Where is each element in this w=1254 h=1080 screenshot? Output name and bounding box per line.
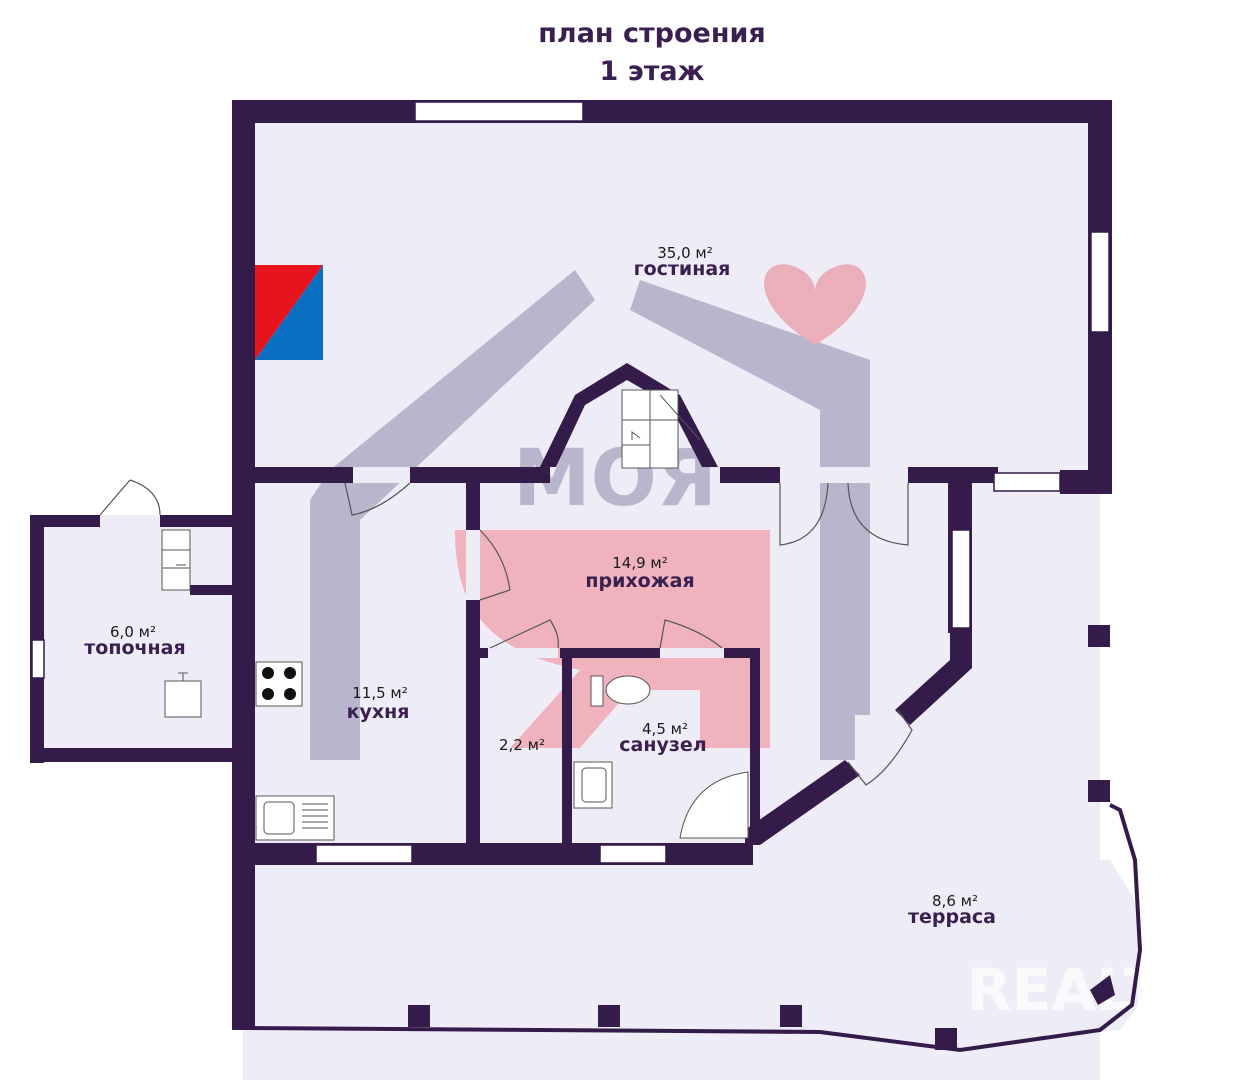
window [1090, 231, 1110, 333]
boiler-room-label: топочная [84, 637, 185, 659]
window [315, 844, 413, 864]
staircase [621, 389, 701, 469]
boiler-room-area: 6,0 м² [110, 623, 156, 641]
room-labels: 35,0 м² гостиная 14,9 м² прихожая 6,0 м²… [84, 244, 996, 928]
heating-marker [255, 265, 323, 360]
hall-label: прихожая [585, 570, 694, 592]
hall-area: 14,9 м² [612, 554, 668, 572]
bathroom-area: 4,5 м² [642, 720, 688, 738]
window [993, 472, 1061, 492]
sink-icon [255, 795, 335, 841]
living-room-label: гостиная [634, 258, 731, 280]
boiler-stairs [161, 529, 191, 591]
pantry-area: 2,2 м² [499, 736, 545, 754]
terrace-edge [243, 803, 1143, 1053]
doors [99, 467, 913, 786]
floor-subtitle: 1 этаж [599, 56, 705, 87]
moya-logo-watermark: МОЯ REALT [310, 264, 1163, 1024]
toilet-icon [590, 675, 651, 707]
washbasin-icon [573, 761, 613, 809]
window [951, 529, 971, 629]
terrace-area: 8,6 м² [932, 892, 978, 910]
kitchen-area: 11,5 м² [352, 684, 408, 702]
living-room-area: 35,0 м² [657, 244, 713, 262]
window [31, 639, 45, 679]
bathroom-label: санузел [619, 734, 706, 756]
heart-icon [764, 264, 866, 345]
terrace-label: терраса [908, 906, 996, 928]
stove-icon [255, 661, 303, 707]
shower-icon [679, 771, 749, 839]
realt-watermark: REALT [967, 956, 1164, 1024]
windows [31, 101, 1110, 864]
kitchen-label: кухня [347, 701, 410, 723]
boiler-icon [164, 672, 202, 718]
window [414, 101, 584, 122]
plan-title: план строения [538, 18, 766, 49]
window [599, 844, 667, 864]
